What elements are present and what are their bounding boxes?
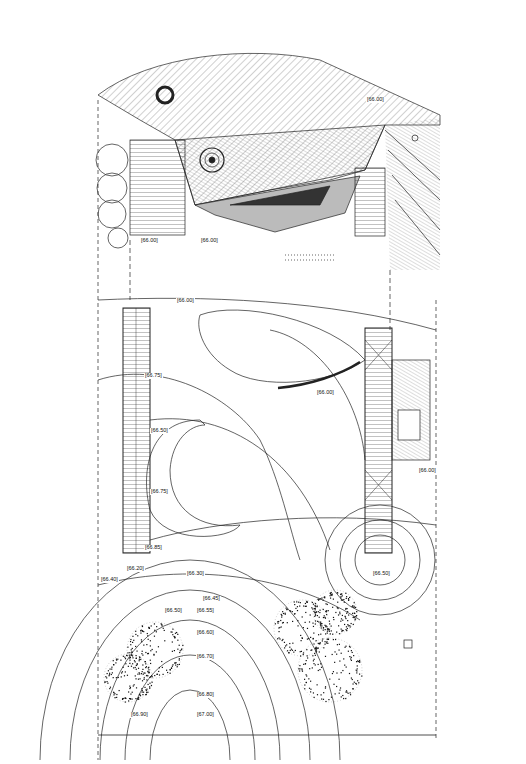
boundary: [98, 100, 436, 760]
paving: [285, 255, 335, 260]
stair: [392, 360, 430, 460]
elevation-label: [66.20]: [126, 566, 145, 572]
terrace-arcs: [40, 560, 360, 760]
tree-canopy: [104, 590, 362, 703]
elevation-label: [67.00]: [196, 712, 215, 718]
bridge: [136, 308, 137, 553]
elevation-label: [66.80]: [196, 692, 215, 698]
arc: [270, 330, 365, 460]
elevation-label: [66.00]: [418, 468, 437, 474]
elevation-label: [66.85]: [144, 545, 163, 551]
elevation-label: [66.60]: [196, 630, 215, 636]
bench: [278, 362, 360, 388]
elevation-label: [66.75]: [144, 373, 163, 379]
bridge: [123, 308, 150, 553]
glazing: [195, 176, 360, 232]
elevation-label: [66.00]: [316, 390, 335, 396]
elevation-label: [66.45]: [202, 596, 221, 602]
stair: [355, 168, 385, 236]
elevation-label: [66.55]: [196, 608, 215, 614]
skylight: [209, 157, 215, 163]
elevation-label: [66.00]: [200, 238, 219, 244]
ramp-lines: [385, 130, 440, 255]
landing: [398, 410, 420, 440]
boundary: [130, 240, 390, 330]
ramp: [385, 118, 440, 270]
dark-void: [230, 186, 330, 205]
arc: [150, 419, 330, 550]
elevation-label: [66.70]: [196, 654, 215, 660]
bridge: [365, 328, 392, 553]
bench: [404, 640, 412, 648]
skylight: [205, 153, 219, 167]
elevation-label: [66.50]: [372, 571, 391, 577]
trees-left: [96, 144, 128, 248]
stair: [130, 140, 185, 235]
elevation-label: [66.50]: [164, 608, 183, 614]
arc: [150, 518, 436, 540]
elevation-label: [66.40]: [100, 577, 119, 583]
skylight: [200, 148, 224, 172]
elevation-label: [66.50]: [150, 428, 169, 434]
bracing: [365, 340, 392, 500]
lawn: [147, 420, 240, 536]
column: [412, 135, 418, 141]
edge: [98, 735, 436, 736]
elevation-label: [66.90]: [130, 712, 149, 718]
elevation-label: [66.00]: [366, 97, 385, 103]
skylight: [157, 87, 173, 103]
elevation-label: [66.00]: [176, 298, 195, 304]
elevation-label: [66.00]: [140, 238, 159, 244]
elevation-label: [66.30]: [186, 571, 205, 577]
elevation-label: [66.75]: [150, 489, 169, 495]
